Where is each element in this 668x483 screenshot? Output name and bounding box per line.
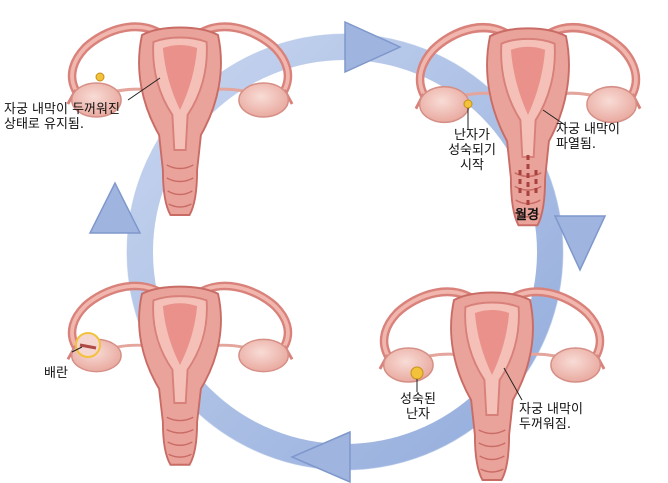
egg-stage-1: [95, 72, 105, 82]
egg-stage-2: [463, 99, 473, 109]
label-ovulation: 배란: [44, 366, 68, 381]
label-mature-egg: 성숙된 난자: [400, 392, 436, 422]
label-menstruation: 월경: [515, 208, 539, 223]
mature-egg: [410, 366, 424, 380]
leader-lines: [71, 77, 566, 401]
menstrual-flow: [518, 155, 538, 205]
label-lining-thickening: 자궁 내막이 두꺼워짐.: [519, 402, 583, 432]
cycle-arrow: [88, 20, 607, 483]
label-egg-maturing: 난자가 성숙되기 시작: [448, 128, 496, 173]
label-lining-maintained: 자궁 내막이 두꺼워진 상태로 유지됨.: [4, 102, 120, 132]
ovulation-mark: [79, 343, 97, 350]
label-lining-shedding: 자궁 내막이 파열됨.: [556, 122, 620, 152]
